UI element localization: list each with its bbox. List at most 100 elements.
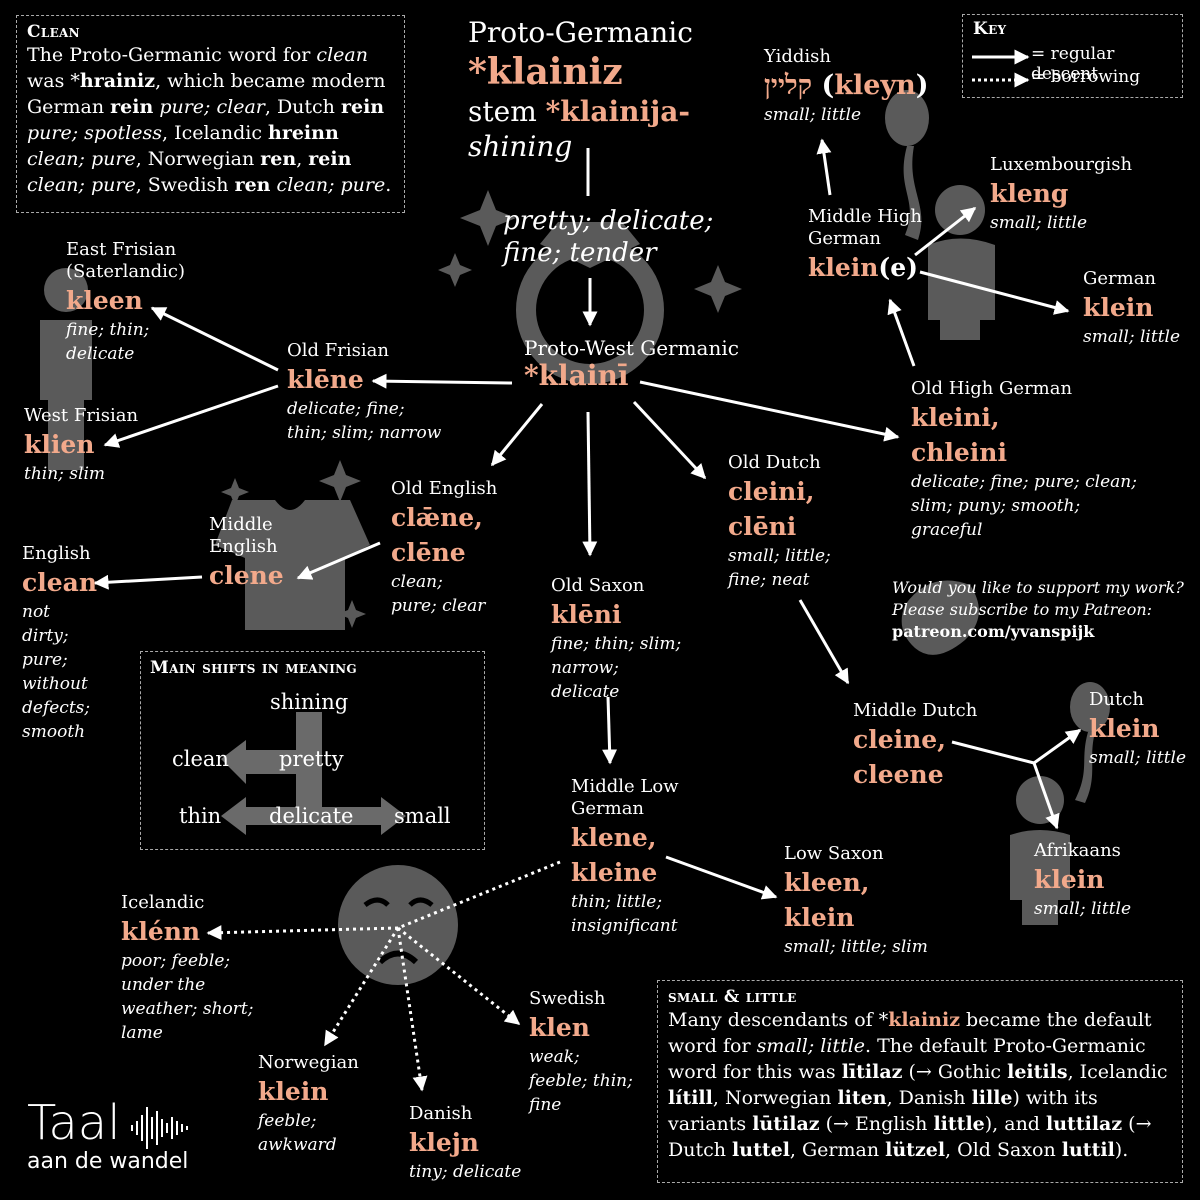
shift-delicate: delicate bbox=[269, 804, 354, 828]
word-middle-english: clene bbox=[209, 561, 284, 590]
shift-small: small bbox=[394, 804, 451, 828]
gloss-german: small; little bbox=[1083, 327, 1181, 347]
shift-clean: clean bbox=[172, 747, 229, 771]
key-box-title: Key bbox=[973, 19, 1007, 39]
lang-mhg: Middle High German bbox=[808, 206, 922, 249]
word-english: clean bbox=[22, 568, 97, 597]
small-little-text: Many descendants of *klainiz became the … bbox=[668, 1009, 1168, 1161]
word-yiddish-translit: kleyn bbox=[834, 70, 916, 101]
logo-title: Taal bbox=[27, 1095, 121, 1151]
node-english: English clean not dirty; pure; without d… bbox=[22, 543, 97, 744]
word-ohg-1: kleini, bbox=[911, 403, 1000, 432]
lang-west-frisian: West Frisian bbox=[24, 405, 139, 426]
lang-ohg: Old High German bbox=[911, 378, 1073, 399]
node-pwg: Proto-West Germanic *klainī bbox=[524, 337, 739, 393]
node-norwegian: Norwegian klein feeble; awkward bbox=[258, 1052, 359, 1157]
lang-mlg: Middle Low German bbox=[571, 776, 679, 819]
root-node: Proto-Germanic *klainiz stem *klainija- … bbox=[468, 16, 693, 164]
node-swedish: Swedish klen weak; feeble; thin; fine bbox=[529, 988, 639, 1117]
clean-box: Clean The Proto-Germanic word for clean … bbox=[16, 15, 405, 213]
gloss-norwegian: feeble; awkward bbox=[258, 1111, 337, 1155]
shifts-arrows bbox=[221, 712, 406, 835]
shift-thin: thin bbox=[179, 804, 222, 828]
clean-box-title: Clean bbox=[27, 22, 80, 42]
key-regular-label: = regular descent bbox=[1031, 44, 1115, 84]
word-old-frisian: klēne bbox=[287, 365, 364, 394]
gloss-yiddish: small; little bbox=[764, 105, 862, 125]
gloss-old-saxon: fine; thin; slim; narrow; delicate bbox=[551, 634, 682, 702]
descent-arrows bbox=[93, 138, 1082, 900]
node-old-english: Old English clǣne, clēne clean; pure; cl… bbox=[391, 478, 497, 618]
node-luxembourgish: Luxembourgish kleng small; little bbox=[990, 154, 1132, 235]
node-old-dutch: Old Dutch cleini, clēni small; little; f… bbox=[728, 452, 833, 592]
shifts-box: Main shifts in meaning shining clean pre… bbox=[140, 651, 485, 850]
logo-subtitle: aan de wandel bbox=[27, 1149, 189, 1174]
gloss-dutch: small; little bbox=[1089, 748, 1187, 768]
root-gloss-block: pretty; delicate; fine; tender bbox=[503, 205, 713, 269]
lang-pwg: Proto-West Germanic bbox=[524, 336, 739, 360]
small-little-box: small & little Many descendants of *klai… bbox=[657, 980, 1183, 1183]
node-danish: Danish klejn tiny; delicate bbox=[409, 1103, 521, 1184]
lang-danish: Danish bbox=[409, 1103, 473, 1124]
shift-shining: shining bbox=[270, 690, 349, 714]
gloss-old-dutch: small; little; fine; neat bbox=[728, 546, 831, 590]
root-gloss-line1: pretty; delicate; bbox=[503, 206, 714, 236]
root-stem-word: *klainija- bbox=[545, 95, 691, 128]
word-dutch: klein bbox=[1089, 714, 1160, 743]
gloss-west-frisian: thin; slim bbox=[24, 464, 106, 484]
word-old-saxon: klēni bbox=[551, 600, 622, 629]
lang-luxembourgish: Luxembourgish bbox=[990, 154, 1133, 175]
gloss-mlg: thin; little; insignificant bbox=[571, 892, 678, 936]
lang-old-saxon: Old Saxon bbox=[551, 575, 645, 596]
shift-pretty: pretty bbox=[279, 747, 344, 771]
node-old-saxon: Old Saxon klēni fine; thin; slim; narrow… bbox=[551, 575, 686, 704]
word-low-saxon-2: klein bbox=[784, 903, 855, 932]
node-old-frisian: Old Frisian klēne delicate; fine; thin; … bbox=[287, 340, 442, 445]
lang-icelandic: Icelandic bbox=[121, 892, 205, 913]
node-middle-english: Middle English clene bbox=[209, 514, 289, 593]
shifts-box-title: Main shifts in meaning bbox=[150, 658, 357, 678]
gloss-old-frisian: delicate; fine; thin; slim; narrow bbox=[287, 399, 442, 443]
root-label: Proto-Germanic bbox=[468, 16, 693, 49]
person-icon-left bbox=[40, 268, 92, 470]
lang-norwegian: Norwegian bbox=[258, 1052, 359, 1073]
gloss-english: not dirty; pure; without defects; smooth bbox=[22, 602, 91, 742]
lang-afrikaans: Afrikaans bbox=[1034, 840, 1121, 861]
lang-middle-dutch: Middle Dutch bbox=[853, 700, 978, 721]
gloss-danish: tiny; delicate bbox=[409, 1162, 522, 1182]
node-low-saxon: Low Saxon kleen, klein small; little; sl… bbox=[784, 843, 928, 959]
word-yiddish-hebrew: קליין bbox=[764, 70, 813, 101]
word-old-english-2: clēne bbox=[391, 538, 466, 567]
lang-east-frisian: East Frisian (Saterlandic) bbox=[66, 239, 186, 282]
soundwave-icon bbox=[131, 1107, 188, 1149]
word-norwegian: klein bbox=[258, 1077, 329, 1106]
word-pwg: *klainī bbox=[524, 359, 629, 392]
node-german: German klein small; little bbox=[1083, 268, 1180, 349]
shirt-icon bbox=[215, 460, 370, 630]
node-icelandic: Icelandic klénn poor; feeble; under the … bbox=[121, 892, 281, 1045]
gloss-swedish: weak; feeble; thin; fine bbox=[529, 1047, 633, 1115]
lang-english: English bbox=[22, 543, 91, 564]
node-mlg: Middle Low German klene, kleine thin; li… bbox=[571, 776, 691, 938]
root-gloss-shining: shining bbox=[468, 130, 573, 163]
lang-swedish: Swedish bbox=[529, 988, 606, 1009]
lang-yiddish: Yiddish bbox=[764, 46, 831, 67]
patreon-link[interactable]: patreon.com/yvanspijk bbox=[892, 622, 1095, 641]
lang-old-english: Old English bbox=[391, 478, 498, 499]
word-low-saxon-1: kleen, bbox=[784, 868, 870, 897]
word-old-dutch-2: clēni bbox=[728, 512, 797, 541]
lang-low-saxon: Low Saxon bbox=[784, 843, 884, 864]
word-luxembourgish: kleng bbox=[990, 179, 1069, 208]
word-german: klein bbox=[1083, 293, 1154, 322]
lang-old-dutch: Old Dutch bbox=[728, 452, 821, 473]
node-afrikaans: Afrikaans klein small; little bbox=[1034, 840, 1131, 921]
word-afrikaans: klein bbox=[1034, 865, 1105, 894]
node-mhg: Middle High German klein(e) bbox=[808, 206, 928, 285]
word-swedish: klen bbox=[529, 1013, 590, 1042]
node-west-frisian: West Frisian klien thin; slim bbox=[24, 405, 138, 486]
word-old-dutch-1: cleini, bbox=[728, 477, 815, 506]
lang-middle-english: Middle English bbox=[209, 514, 278, 557]
word-old-english-1: clǣne, bbox=[391, 503, 483, 532]
